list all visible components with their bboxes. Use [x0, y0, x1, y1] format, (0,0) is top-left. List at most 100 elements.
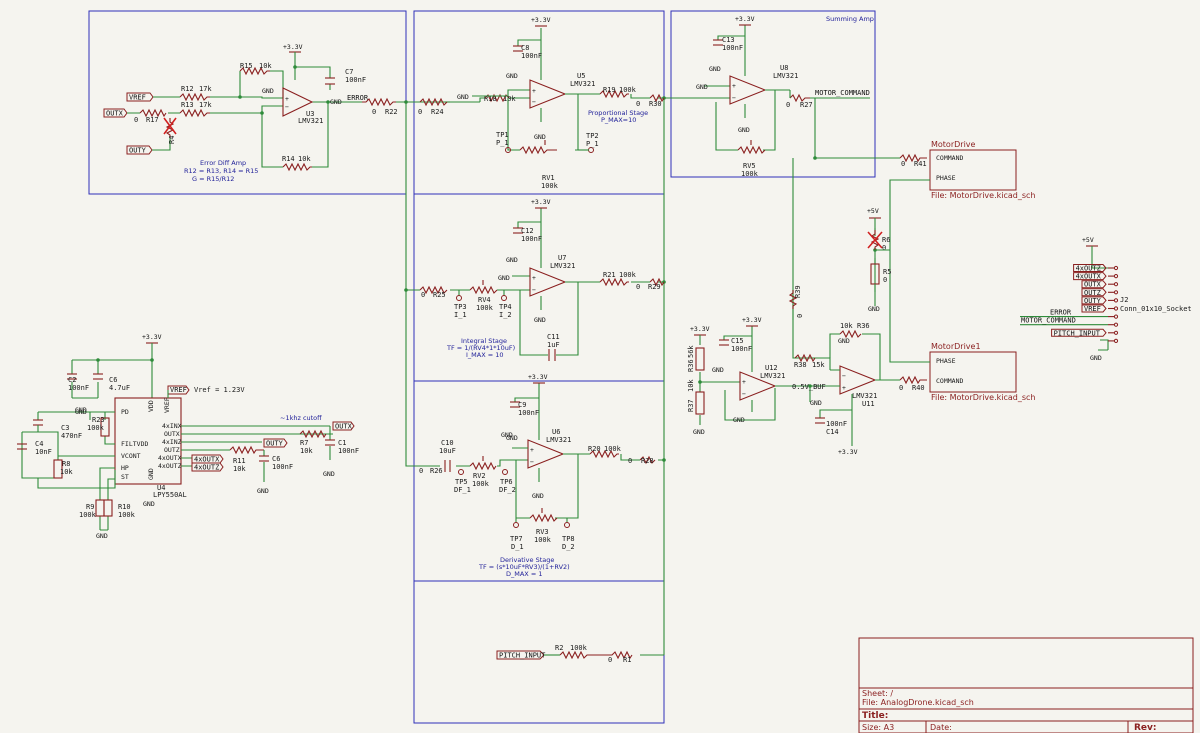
r14-resistor[interactable] [282, 162, 312, 172]
r25-resistor[interactable] [419, 285, 448, 295]
u4-pin-outx: OUTX [164, 430, 180, 438]
r21-resistor[interactable] [599, 277, 665, 287]
outy-gyro-label[interactable] [263, 438, 288, 448]
u4-pin-vcont: VCONT [121, 452, 141, 460]
u5-opamp[interactable] [529, 79, 567, 109]
r18-resistor[interactable] [484, 93, 510, 103]
u6-opamp[interactable] [527, 439, 565, 469]
drive2-name: MotorDrive1 [931, 342, 981, 351]
r12-resistor[interactable] [179, 92, 210, 102]
r19-resistor[interactable] [599, 89, 665, 103]
r27-resistor[interactable] [789, 93, 810, 103]
j2-ref: J2 [1120, 296, 1128, 304]
tp6-val: DF_2 [499, 486, 516, 494]
u6-val: LMV321 [546, 436, 571, 444]
summing-amp: Summing Amp GND +− U8 LMV321 +3.3V C13 1… [696, 15, 900, 359]
svg-text:+: + [842, 384, 846, 392]
j2-pin-socket [1113, 282, 1119, 287]
u7-val: LMV321 [550, 262, 575, 270]
x4outx-label[interactable] [191, 454, 224, 464]
outy-net-label[interactable] [126, 145, 153, 155]
r37-val: 10k [687, 379, 695, 392]
vref-note: Vref = 1.23V [194, 386, 245, 394]
pitch-input-label[interactable] [496, 650, 545, 660]
c9-ref: C9 [518, 401, 526, 409]
u4-chip[interactable] [114, 397, 182, 485]
r22-resistor[interactable] [362, 97, 396, 107]
r9-resistor[interactable] [95, 499, 105, 517]
proportional-title: Proportional Stage [588, 109, 648, 117]
u3-opamp[interactable] [282, 87, 314, 117]
j2-net-label[interactable] [1073, 272, 1107, 281]
connector-j2[interactable]: +5V GND 4xOUTZ4xOUTXOUTXOUTZOUTYVREFERRO… [1020, 236, 1192, 362]
r8-resistor[interactable] [53, 459, 63, 479]
r40-resistor[interactable] [899, 375, 927, 385]
tp5-ref: TP5 [455, 478, 468, 486]
r11-resistor[interactable] [229, 445, 264, 455]
rv5-pot[interactable] [737, 140, 766, 155]
r35-resistor[interactable] [839, 329, 862, 339]
u11-val: LMV321 [852, 392, 877, 400]
r2-resistor[interactable] [559, 650, 633, 660]
r17-resistor[interactable] [139, 108, 167, 118]
outx-gyro-label[interactable] [332, 421, 355, 431]
vref-net-label[interactable] [126, 92, 154, 102]
r36-resistor[interactable] [695, 347, 705, 371]
j2-net-label[interactable] [1081, 296, 1107, 305]
rv2-pot[interactable] [469, 456, 497, 471]
motordrive-sheet-2[interactable]: MotorDrive1 PHASE COMMAND File: MotorDri… [929, 342, 1035, 402]
r4-resistor[interactable] [165, 118, 175, 138]
j2-net-label[interactable] [1081, 280, 1107, 289]
outx-net-label[interactable] [103, 108, 128, 118]
r20-resistor[interactable] [589, 449, 656, 465]
r5-ref: R5 [883, 268, 891, 276]
r39-ref: R39 [794, 285, 802, 298]
r13-resistor[interactable] [179, 108, 210, 118]
tb-date: Date: [930, 723, 952, 732]
u7-opamp[interactable] [529, 267, 567, 297]
rv5-val: 100k [741, 170, 759, 178]
r22-val: 0 [372, 108, 376, 116]
j2-net-label[interactable] [1081, 304, 1107, 313]
u12-opamp[interactable] [739, 371, 777, 401]
j2-net-label[interactable] [1051, 328, 1107, 337]
x4outz-label[interactable] [191, 462, 224, 472]
motordrive-sheet-1[interactable]: R41 0 MotorDrive COMMAND PHASE File: Mot… [899, 140, 1035, 200]
j2-net-label[interactable] [1073, 264, 1107, 272]
r24-resistor[interactable] [419, 97, 448, 107]
j2-net-label[interactable] [1081, 288, 1107, 297]
half-volt-buffer: R39 0 +3.3V 56k R36 10k R37 GND +− U12 L… [687, 285, 927, 456]
u4-pin-hp: HP [121, 464, 129, 472]
rv4-pot[interactable] [469, 280, 498, 295]
r23-resistor[interactable] [100, 417, 110, 437]
r37-resistor[interactable] [695, 391, 705, 415]
r38-ref: R38 [794, 361, 807, 369]
pitch-input-block: PITCH_INPUT R2 100k R1 0 [496, 644, 633, 664]
c1-ref: C1 [338, 439, 346, 447]
u3-ref: U3 [306, 110, 314, 118]
tp3-val: I_1 [454, 311, 467, 319]
u3-gnd: GND [262, 87, 274, 95]
outx-label: OUTX [106, 110, 124, 118]
r13-ref: R13 [181, 101, 194, 109]
r10-resistor[interactable] [103, 499, 113, 517]
r38-resistor[interactable] [794, 353, 816, 363]
r39-resistor[interactable] [788, 290, 798, 309]
r41-val: 0 [901, 160, 905, 168]
drive2-pin1: PHASE [936, 357, 956, 365]
rv3-pot[interactable] [529, 508, 558, 523]
vref-label: VREF [129, 94, 146, 102]
r14-val: 10k [298, 155, 311, 163]
j2-gnd: GND [1090, 354, 1102, 362]
r41-resistor[interactable] [899, 153, 927, 163]
c15-gnd: GND [712, 366, 724, 374]
r15-resistor[interactable] [239, 66, 270, 76]
rv1-pot[interactable] [519, 140, 557, 155]
c13-val: 100nF [722, 44, 743, 52]
u11-opamp[interactable] [839, 365, 877, 395]
tp7-ref: TP7 [510, 535, 523, 543]
u8-opamp[interactable] [729, 75, 767, 105]
drive1-pin2: PHASE [936, 174, 956, 182]
r7-resistor[interactable] [299, 429, 327, 439]
